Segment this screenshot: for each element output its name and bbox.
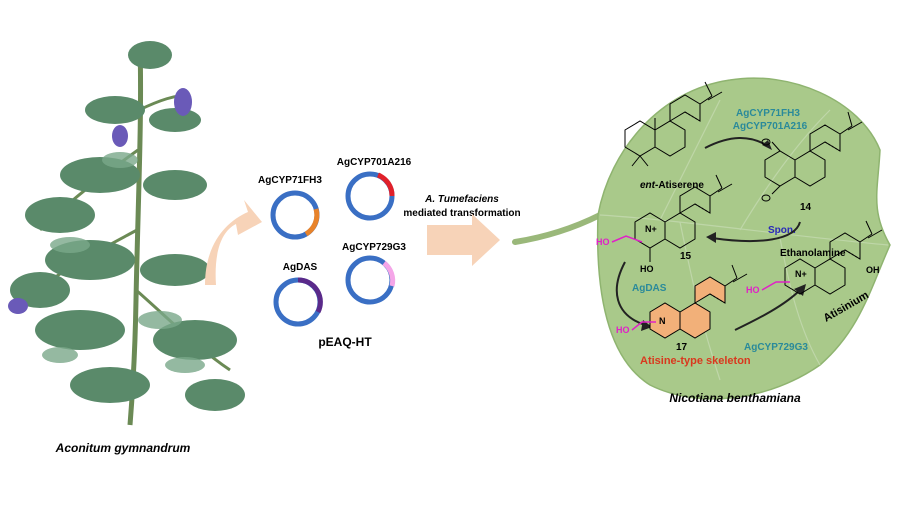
structure-14 <box>764 111 863 195</box>
transformation-label: mediated transformation <box>403 208 520 219</box>
plasmid-insert-agcyp71fh3 <box>304 208 320 237</box>
arrow-step2 <box>711 221 801 243</box>
plasmid-label-agcyp71fh3: AgCYP71FH3 <box>258 175 322 186</box>
arrow-step3 <box>615 261 646 326</box>
ethanolamine-label: Ethanolamine <box>780 248 846 259</box>
n-label-15: N+ <box>645 224 657 234</box>
sidechain-atisinium <box>761 281 790 291</box>
spon-label: Spon. <box>768 225 796 236</box>
sidechain-15 <box>611 235 643 243</box>
plasmid-label-agcyp729g3: AgCYP729G3 <box>342 242 406 253</box>
atiserene-label: ent-Atiserene <box>640 180 704 191</box>
agrobacterium-label: A. Tumefaciens <box>424 194 499 205</box>
structure-17 <box>649 264 748 339</box>
plasmid-insert-agcyp701a216 <box>376 172 395 197</box>
plasmid-insert-agcyp729g3 <box>382 261 396 287</box>
n-label-17: N <box>659 316 666 326</box>
enzyme-agcyp729g3: AgCYP729G3 <box>744 342 808 353</box>
ho-label-15: HO <box>596 237 610 247</box>
enzyme-agdas: AgDAS <box>632 283 667 294</box>
transformation-arrow-icon <box>427 214 500 266</box>
curved-arrow-icon <box>205 200 262 285</box>
vector-label: pEAQ-HT <box>318 335 372 349</box>
structure-atisinium <box>784 220 883 295</box>
skeleton-label: Atisine-type skeleton <box>640 355 751 367</box>
arrow-step4 <box>734 289 801 331</box>
arrow-step1 <box>704 137 769 149</box>
compound-15-label: 15 <box>680 251 692 262</box>
ho-label-17: HO <box>616 325 630 335</box>
leaf-veins <box>599 99 889 381</box>
plasmid-label-agdas: AgDAS <box>283 262 318 273</box>
enzyme-agcyp71fh3: AgCYP71FH3 <box>736 108 800 119</box>
plasmid-insert-agdas <box>297 277 323 314</box>
arrow-step2-head <box>706 232 716 243</box>
sidechain-17 <box>631 321 656 331</box>
ho-label-atisinium: HO <box>746 285 760 295</box>
plasmid-label-agcyp701a216: AgCYP701A216 <box>337 157 412 168</box>
n-label-atisinium: N+ <box>795 269 807 279</box>
oh-label-atisinium: OH <box>866 265 880 275</box>
host-label: Nicotiana benthamiana <box>669 391 801 405</box>
enzyme-agcyp701a216: AgCYP701A216 <box>733 121 808 132</box>
aldehyde-o-icon <box>761 138 771 146</box>
plasmid-group: AgCYP71FH3 AgCYP701A216 AgCYP729G3 AgDAS… <box>258 157 412 349</box>
compound-14-label: 14 <box>800 202 812 213</box>
structure-atiserene <box>624 81 723 167</box>
arrow-step4-head <box>794 284 806 296</box>
oh-label-15: HO <box>640 264 654 274</box>
plant-illustration <box>8 41 245 426</box>
leaf-petiole <box>512 212 603 245</box>
plant-label: Aconitum gymnandrum <box>55 441 191 455</box>
aldehyde-o-icon <box>761 194 771 202</box>
compound-17-label: 17 <box>676 342 688 353</box>
